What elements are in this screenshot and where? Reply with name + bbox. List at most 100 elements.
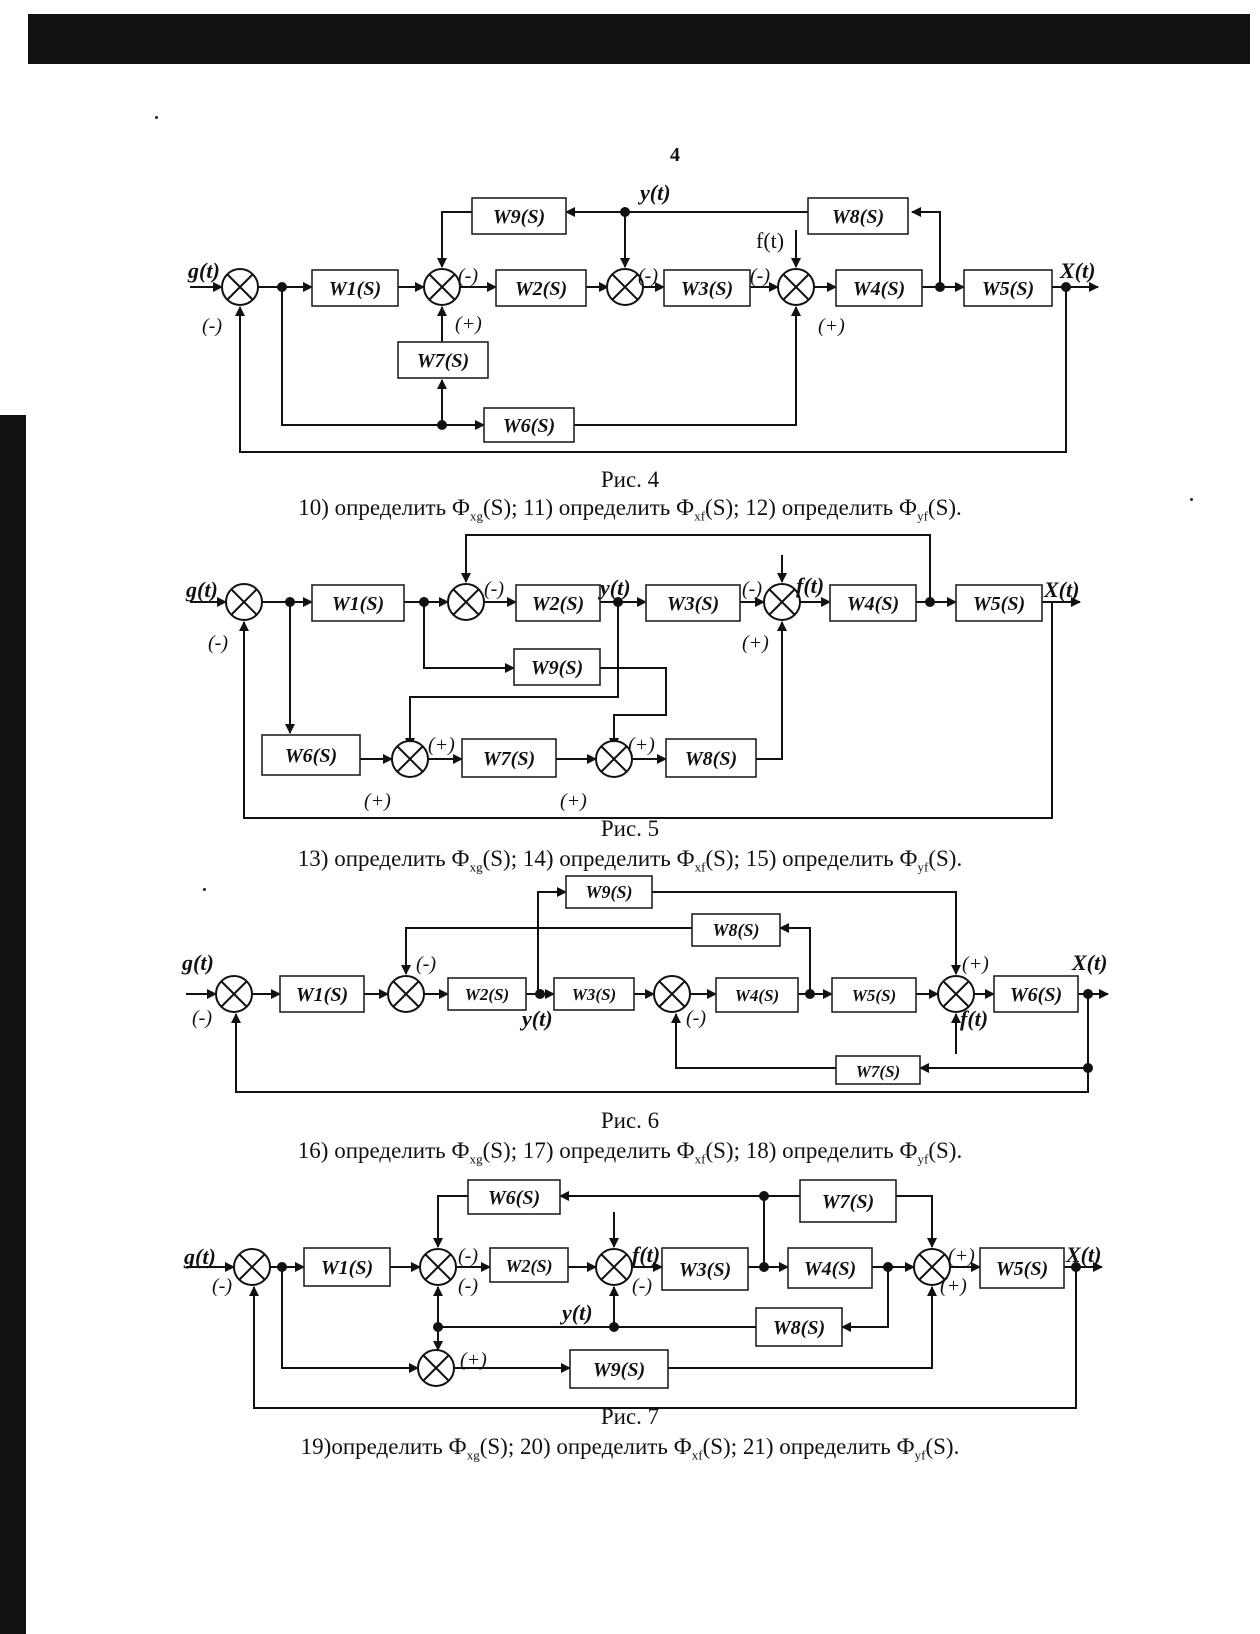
svg-text:W8(S): W8(S) (832, 206, 884, 228)
svg-text:W2(S): W2(S) (505, 1256, 552, 1277)
sign-label: (-) (212, 1275, 232, 1297)
figure-7-caption: Рис. 7 (600, 1404, 660, 1429)
sign-label: (+) (940, 1275, 967, 1297)
block-w5: W5(S) (955, 584, 1043, 622)
block-w3: W3(S) (661, 1247, 749, 1291)
sign-label: (-) (192, 1007, 212, 1029)
figure-7-task: 19)определить Фxg(S); 20) определить Фxf… (300, 1434, 960, 1463)
figure-7-diagram: W1(S) W2(S) W3(S) W4(S) W5(S) W6(S) W7(S… (183, 1179, 1103, 1409)
sum-junction (937, 975, 975, 1013)
svg-text:W5(S): W5(S) (852, 986, 896, 1005)
block-w3: W3(S) (663, 269, 751, 307)
signal-output-label: X(t) (1043, 577, 1079, 602)
sum-junction (419, 1248, 457, 1286)
block-w3: W3(S) (553, 977, 635, 1011)
figure-5-task: 13) определить Фxg(S); 14) определить Фx… (297, 846, 963, 875)
block-w8: W8(S) (755, 1307, 843, 1347)
signal-output-label: X(t) (1071, 950, 1107, 975)
block-w9: W9(S) (565, 875, 653, 909)
figure-6-task: 16) определить Фxg(S); 17) определить Фx… (297, 1138, 963, 1167)
signal-disturbance-label: f(t) (960, 1006, 988, 1031)
sign-label: (-) (742, 578, 762, 600)
signal-intermediate-label: y(t) (597, 575, 631, 600)
svg-text:W7(S): W7(S) (856, 1062, 900, 1081)
sign-label: (-) (202, 315, 222, 337)
svg-text:W6(S): W6(S) (1010, 984, 1062, 1006)
block-w6: W6(S) (467, 1179, 561, 1215)
sign-label: (+) (818, 315, 845, 337)
svg-text:W1(S): W1(S) (329, 278, 381, 300)
sign-label: (-) (458, 1245, 478, 1267)
sum-junction (913, 1248, 951, 1286)
block-w9: W9(S) (569, 1349, 669, 1389)
scan-speck (1190, 498, 1193, 501)
svg-text:W4(S): W4(S) (853, 278, 905, 300)
block-w4: W4(S) (715, 977, 799, 1013)
svg-text:W6(S): W6(S) (488, 1187, 540, 1209)
signal-input-label: g(t) (187, 258, 220, 283)
svg-text:W4(S): W4(S) (735, 986, 779, 1005)
page-number: 4 (670, 144, 680, 166)
scan-speck (155, 116, 158, 119)
svg-text:W6(S): W6(S) (503, 415, 555, 437)
sum-junction (777, 268, 815, 306)
scan-left-border (0, 415, 26, 1634)
signal-input-label: g(t) (183, 1244, 216, 1269)
block-w7: W7(S) (397, 341, 489, 379)
svg-text:W2(S): W2(S) (515, 278, 567, 300)
sign-label: (+) (948, 1245, 975, 1267)
block-w9: W9(S) (471, 197, 567, 235)
sum-junction (233, 1248, 271, 1286)
svg-text:W2(S): W2(S) (465, 985, 509, 1004)
signal-intermediate-label: y(t) (519, 1006, 553, 1031)
block-w4: W4(S) (835, 269, 923, 307)
block-w3: W3(S) (645, 584, 741, 622)
signal-output-label: X(t) (1059, 258, 1095, 283)
block-w1: W1(S) (279, 975, 365, 1013)
svg-text:W1(S): W1(S) (321, 1257, 373, 1279)
sign-label: (+) (560, 790, 587, 812)
svg-text:W1(S): W1(S) (332, 593, 384, 615)
svg-text:W8(S): W8(S) (712, 920, 759, 941)
svg-text:W5(S): W5(S) (996, 1258, 1048, 1280)
figure-4-diagram: W1(S) W2(S) W3(S) W4(S) W5(S) W6(S) W7(S… (187, 180, 1099, 453)
sum-junction (447, 583, 485, 621)
svg-text:W8(S): W8(S) (773, 1317, 825, 1339)
sum-junction (423, 268, 461, 306)
block-w1: W1(S) (303, 1247, 391, 1287)
block-w2: W2(S) (489, 1247, 569, 1283)
svg-text:W5(S): W5(S) (973, 593, 1025, 615)
sign-label: (-) (458, 1275, 478, 1297)
sum-junction (215, 975, 253, 1013)
block-w2: W2(S) (495, 269, 587, 307)
sign-label: (+) (364, 790, 391, 812)
block-w4: W4(S) (829, 584, 917, 622)
svg-text:W9(S): W9(S) (493, 206, 545, 228)
svg-text:W9(S): W9(S) (585, 882, 632, 903)
sign-label: (+) (455, 313, 482, 335)
signal-input-label: g(t) (181, 950, 214, 975)
figure-4-caption: Рис. 4 (600, 467, 660, 492)
svg-text:W7(S): W7(S) (822, 1191, 874, 1213)
svg-text:W1(S): W1(S) (296, 984, 348, 1006)
sign-label: (-) (208, 632, 228, 654)
block-w7: W7(S) (799, 1179, 897, 1223)
figure-4-task: 10) определить Фxg(S); 11) определить Фx… (298, 495, 962, 524)
sum-junction (417, 1349, 455, 1387)
scan-speck (203, 888, 206, 891)
block-w1: W1(S) (311, 584, 405, 622)
svg-text:W6(S): W6(S) (285, 745, 337, 767)
svg-text:W8(S): W8(S) (685, 748, 737, 770)
sum-junction (221, 268, 259, 306)
signal-intermediate-label: y(t) (637, 180, 671, 205)
block-w5: W5(S) (831, 977, 917, 1013)
sign-label: (+) (742, 632, 769, 654)
signal-intermediate-label: y(t) (559, 1300, 593, 1325)
block-w4: W4(S) (787, 1247, 873, 1289)
svg-text:W4(S): W4(S) (847, 593, 899, 615)
block-w7: W7(S) (461, 738, 557, 778)
figure-6-caption: Рис. 6 (600, 1108, 660, 1133)
sign-label: (-) (458, 265, 478, 287)
block-w8: W8(S) (807, 197, 909, 235)
block-w1: W1(S) (311, 269, 399, 307)
